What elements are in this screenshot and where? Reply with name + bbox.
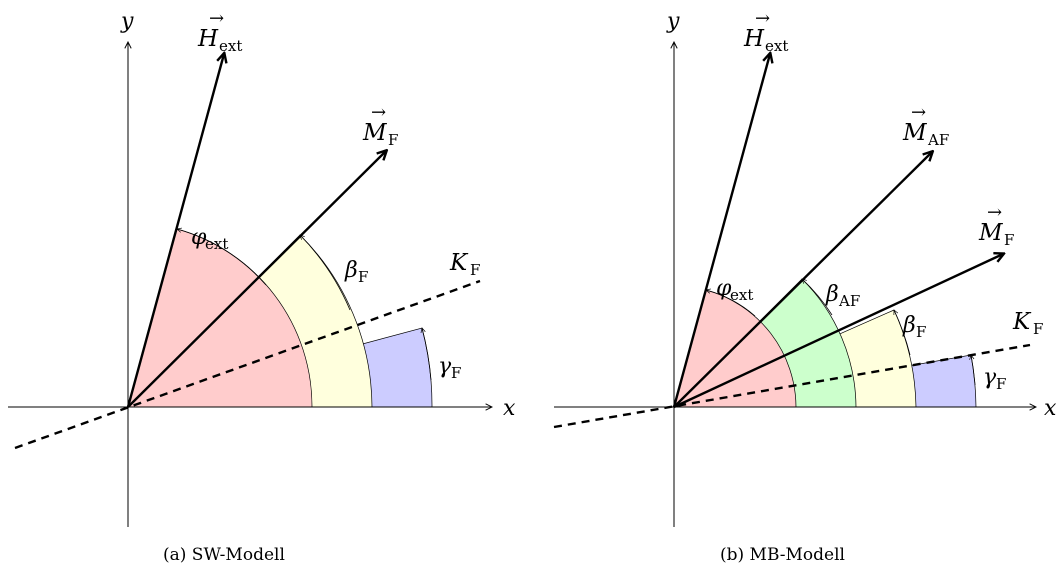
vector-h-ext bbox=[126, 54, 224, 408]
svg-text:→: → bbox=[755, 8, 770, 29]
svg-text:F: F bbox=[451, 364, 461, 382]
svg-text:M: M bbox=[362, 120, 388, 146]
svg-text:K: K bbox=[1012, 309, 1032, 335]
label-beta-f: β F bbox=[902, 313, 926, 341]
svg-text:ext: ext bbox=[765, 37, 788, 55]
panel-a-sw-model: y x → H ext → M F K F φ ext β F γ F (a) … bbox=[8, 8, 516, 565]
panel-b-mb-model: y x → H ext → M AF → M F K F φ ext β AF bbox=[553, 8, 1057, 565]
label-k-f: K F bbox=[1012, 309, 1043, 338]
svg-text:φ: φ bbox=[716, 276, 732, 301]
vector-m-af bbox=[673, 152, 932, 408]
svg-text:F: F bbox=[358, 268, 368, 286]
vector-m-f bbox=[127, 151, 386, 408]
axis-label-y: y bbox=[120, 9, 134, 34]
label-h-ext: → H ext bbox=[197, 8, 242, 55]
label-m-af: → M AF bbox=[902, 102, 949, 149]
vector-h-ext bbox=[672, 54, 770, 408]
arc-arrow-beta-f bbox=[894, 310, 911, 356]
label-beta-af: β AF bbox=[825, 282, 860, 310]
svg-text:H: H bbox=[743, 26, 765, 52]
svg-text:→: → bbox=[987, 202, 1002, 223]
svg-text:→: → bbox=[911, 102, 926, 123]
label-phi-ext: φ ext bbox=[191, 225, 228, 253]
svg-text:F: F bbox=[470, 261, 480, 279]
arc-arrow-beta-f bbox=[300, 235, 351, 311]
svg-text:γ: γ bbox=[438, 354, 452, 379]
svg-text:H: H bbox=[197, 26, 219, 52]
axis-label-x: x bbox=[1044, 396, 1057, 421]
label-h-ext: → H ext bbox=[743, 8, 788, 55]
svg-text:ext: ext bbox=[205, 235, 228, 253]
label-m-f: → M F bbox=[362, 102, 398, 149]
svg-text:β: β bbox=[344, 258, 358, 283]
axis-label-x: x bbox=[503, 396, 516, 421]
svg-text:→: → bbox=[209, 8, 224, 29]
arc-arrow-phi-ext bbox=[706, 290, 756, 317]
svg-text:β: β bbox=[902, 313, 916, 338]
svg-text:M: M bbox=[978, 220, 1004, 246]
svg-text:F: F bbox=[996, 375, 1006, 393]
axis-label-y: y bbox=[666, 9, 680, 34]
svg-text:AF: AF bbox=[838, 292, 860, 310]
caption-b: (b) MB-Modell bbox=[720, 545, 845, 565]
arc-arrow-gamma-f bbox=[422, 328, 432, 381]
svg-text:K: K bbox=[449, 250, 469, 276]
label-gamma-f: γ F bbox=[983, 365, 1006, 393]
svg-text:F: F bbox=[916, 323, 926, 341]
label-m-f: → M F bbox=[978, 202, 1014, 249]
easy-axis-line bbox=[14, 279, 481, 450]
caption-a: (a) SW-Modell bbox=[163, 545, 285, 565]
svg-text:ext: ext bbox=[219, 37, 242, 55]
svg-text:β: β bbox=[825, 282, 839, 307]
svg-text:F: F bbox=[1004, 231, 1014, 249]
svg-text:AF: AF bbox=[927, 131, 949, 149]
svg-text:→: → bbox=[371, 102, 386, 123]
svg-text:F: F bbox=[388, 131, 398, 149]
easy-axis-line bbox=[553, 343, 1031, 429]
label-phi-ext: φ ext bbox=[716, 276, 753, 304]
label-k-f: K F bbox=[449, 250, 480, 279]
label-gamma-f: γ F bbox=[438, 354, 461, 382]
vector-m-f bbox=[673, 254, 1003, 409]
svg-text:F: F bbox=[1033, 320, 1043, 338]
svg-text:ext: ext bbox=[730, 286, 753, 304]
svg-text:φ: φ bbox=[191, 225, 207, 250]
svg-text:γ: γ bbox=[983, 365, 997, 390]
svg-text:M: M bbox=[902, 120, 928, 146]
label-beta-f: β F bbox=[344, 258, 368, 286]
